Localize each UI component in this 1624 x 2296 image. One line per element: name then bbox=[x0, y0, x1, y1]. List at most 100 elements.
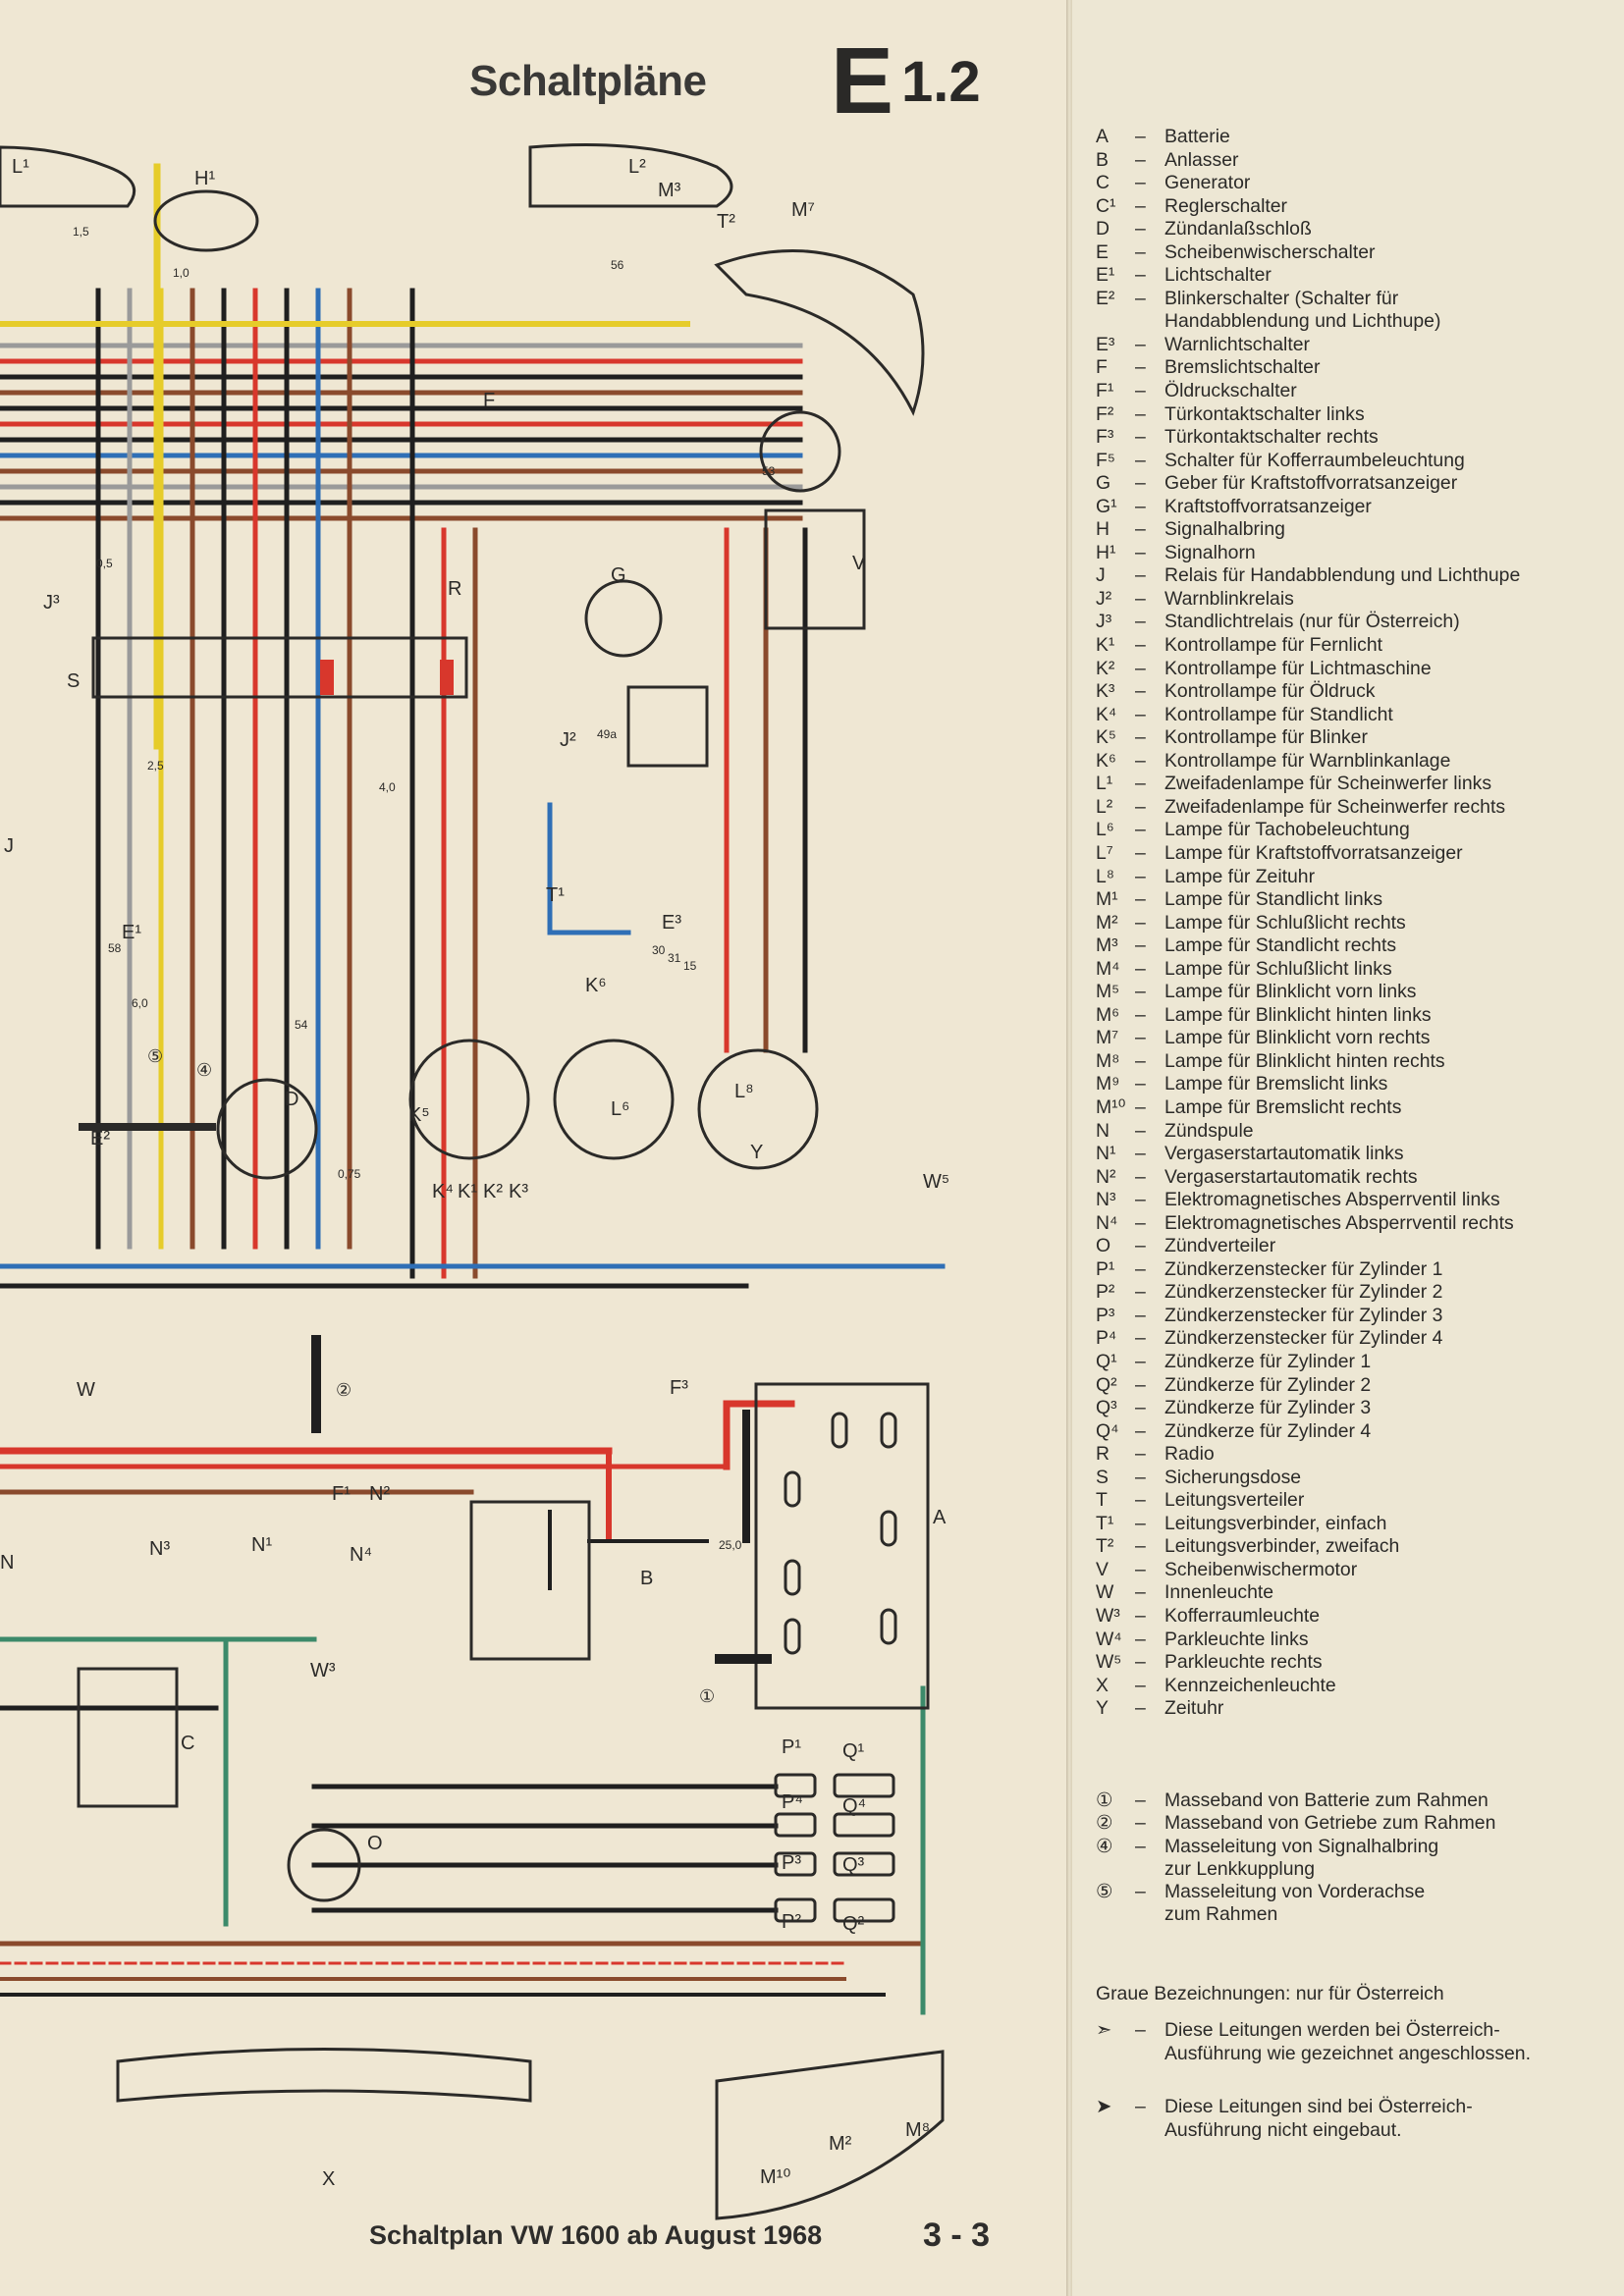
legend-dash: – bbox=[1135, 1697, 1146, 1720]
label-A: A bbox=[933, 1507, 947, 1528]
legend-row: X–Kennzeichenleuchte bbox=[1096, 1675, 1616, 1698]
legend-code: T¹ bbox=[1096, 1512, 1114, 1534]
legend-code: J bbox=[1096, 564, 1106, 587]
legend-row: J–Relais für Handabblendung und Lichthup… bbox=[1096, 564, 1616, 588]
label-W3: W³ bbox=[310, 1660, 336, 1682]
legend-dash: – bbox=[1135, 541, 1146, 563]
ground-text: Masseband von Getriebe zum Rahmen bbox=[1164, 1812, 1496, 1835]
legend-text: Vergaserstartautomatik rechts bbox=[1164, 1165, 1418, 1188]
legend-code: L⁸ bbox=[1096, 865, 1114, 887]
legend-text: Zündspule bbox=[1164, 1119, 1254, 1142]
label-E3: E³ bbox=[662, 912, 681, 934]
legend-dash: – bbox=[1135, 1003, 1146, 1026]
legend-dash: – bbox=[1135, 1235, 1146, 1257]
legend-text: Zweifadenlampe für Scheinwerfer rechts bbox=[1164, 795, 1506, 818]
legend-row: Y–Zeituhr bbox=[1096, 1697, 1616, 1721]
legend-row: L⁷–Lampe für Kraftstoffvorratsanzeiger bbox=[1096, 842, 1616, 866]
label-W5: W⁵ bbox=[923, 1171, 949, 1193]
legend-code: N¹ bbox=[1096, 1143, 1116, 1165]
legend-dash: – bbox=[1135, 1327, 1146, 1350]
legend-dash: – bbox=[1135, 287, 1146, 309]
label-D: D bbox=[285, 1089, 298, 1110]
legend-code: P⁴ bbox=[1096, 1327, 1117, 1350]
legend-text: Lampe für Zeituhr bbox=[1164, 865, 1316, 887]
legend-code: F bbox=[1096, 356, 1108, 379]
legend-code: J² bbox=[1096, 587, 1112, 610]
terminal-label: 15 bbox=[683, 959, 697, 973]
ground-marker-2: ② bbox=[336, 1380, 352, 1400]
note-dash: – bbox=[1135, 2019, 1146, 2041]
label-F1: F¹ bbox=[332, 1483, 351, 1505]
legend-text: Leitungsverbinder, einfach bbox=[1164, 1512, 1387, 1534]
label-E2: E² bbox=[90, 1128, 110, 1149]
legend-code: H bbox=[1096, 518, 1110, 541]
page-number: 3 - 3 bbox=[923, 2216, 991, 2254]
legend-row: F¹–Öldruckschalter bbox=[1096, 380, 1616, 403]
terminal-label: 53 bbox=[762, 464, 776, 478]
ground-number: ④ bbox=[1096, 1835, 1113, 1857]
legend-code: Q¹ bbox=[1096, 1350, 1117, 1372]
legend-text: Kontrollampe für Warnblinkanlage bbox=[1164, 749, 1451, 772]
legend-text: Anlasser bbox=[1164, 148, 1239, 171]
ground-row: zur Lenkkupplung bbox=[1096, 1858, 1616, 1881]
legend-code: Q² bbox=[1096, 1373, 1117, 1396]
legend-dash: – bbox=[1135, 1165, 1146, 1188]
legend-row: T–Leitungsverteiler bbox=[1096, 1489, 1616, 1513]
wire-size-label: 0,5 bbox=[96, 557, 113, 570]
label-K2: K² bbox=[483, 1181, 503, 1202]
legend-row: W⁵–Parkleuchte rechts bbox=[1096, 1651, 1616, 1675]
label-L1: L¹ bbox=[12, 156, 29, 178]
note-not-installed: ➤ – Diese Leitungen sind bei Österreich-… bbox=[1096, 2095, 1616, 2142]
legend-dash: – bbox=[1135, 1466, 1146, 1488]
label-K5: K⁵ bbox=[408, 1104, 430, 1126]
legend-dash: – bbox=[1135, 1674, 1146, 1696]
legend-text: Scheibenwischermotor bbox=[1164, 1558, 1358, 1580]
legend-row: W³–Kofferraumleuchte bbox=[1096, 1605, 1616, 1629]
legend-row: F³–Türkontaktschalter rechts bbox=[1096, 426, 1616, 450]
legend-dash: – bbox=[1135, 126, 1146, 147]
label-X: X bbox=[322, 2168, 335, 2190]
legend-dash: – bbox=[1135, 1073, 1146, 1095]
legend-code: T bbox=[1096, 1489, 1108, 1512]
legend-row: M⁷–Lampe für Blinklicht vorn rechts bbox=[1096, 1027, 1616, 1050]
legend-row: F–Bremslichtschalter bbox=[1096, 356, 1616, 380]
legend-code: B bbox=[1096, 148, 1109, 171]
legend-row: H–Signalhalbring bbox=[1096, 518, 1616, 542]
legend-text: Zündanlaßschloß bbox=[1164, 218, 1312, 240]
label-N2: N² bbox=[369, 1483, 390, 1505]
legend-code: X bbox=[1096, 1674, 1109, 1696]
label-F3: F³ bbox=[670, 1377, 688, 1399]
ground-text: Masseleitung von Signalhalbring bbox=[1164, 1835, 1439, 1857]
legend-text: Handabblendung und Lichthupe) bbox=[1164, 310, 1441, 333]
legend-code: M¹ bbox=[1096, 888, 1118, 911]
legend-dash: – bbox=[1135, 795, 1146, 818]
legend-text: Standlichtrelais (nur für Österreich) bbox=[1164, 611, 1460, 633]
legend-dash: – bbox=[1135, 1373, 1146, 1396]
legend-text: Scheibenwischerschalter bbox=[1164, 240, 1376, 263]
legend-row: L⁸–Lampe für Zeituhr bbox=[1096, 866, 1616, 889]
wire-size-label: 6,0 bbox=[132, 996, 148, 1010]
legend-row: K¹–Kontrollampe für Fernlicht bbox=[1096, 634, 1616, 658]
legend-text: Warnlichtschalter bbox=[1164, 333, 1310, 355]
legend-text: Innenleuchte bbox=[1164, 1581, 1274, 1604]
label-N1: N¹ bbox=[251, 1534, 272, 1556]
legend-code: L² bbox=[1096, 795, 1113, 818]
legend-dash: – bbox=[1135, 1535, 1146, 1558]
legend-code: P¹ bbox=[1096, 1257, 1115, 1280]
legend-code: N² bbox=[1096, 1165, 1116, 1188]
wire-size-label: 2,5 bbox=[147, 759, 164, 773]
ground-dash bbox=[1135, 1858, 1164, 1881]
legend-text: Lampe für Standlicht links bbox=[1164, 888, 1383, 911]
label-K1: K¹ bbox=[458, 1181, 477, 1202]
legend-code: F² bbox=[1096, 402, 1114, 425]
legend-text: Lampe für Standlicht rechts bbox=[1164, 934, 1397, 957]
label-E1: E¹ bbox=[122, 922, 141, 943]
legend-row: N³–Elektromagnetisches Absperrventil lin… bbox=[1096, 1189, 1616, 1212]
legend-code: M¹⁰ bbox=[1096, 1095, 1126, 1118]
legend-dash: – bbox=[1135, 749, 1146, 772]
legend-code: V bbox=[1096, 1558, 1109, 1580]
legend-dash: – bbox=[1135, 194, 1146, 217]
legend-row: E–Scheibenwischerschalter bbox=[1096, 241, 1616, 265]
label-M7: M⁷ bbox=[791, 199, 815, 221]
legend-text: Lampe für Bremslicht rechts bbox=[1164, 1095, 1402, 1118]
